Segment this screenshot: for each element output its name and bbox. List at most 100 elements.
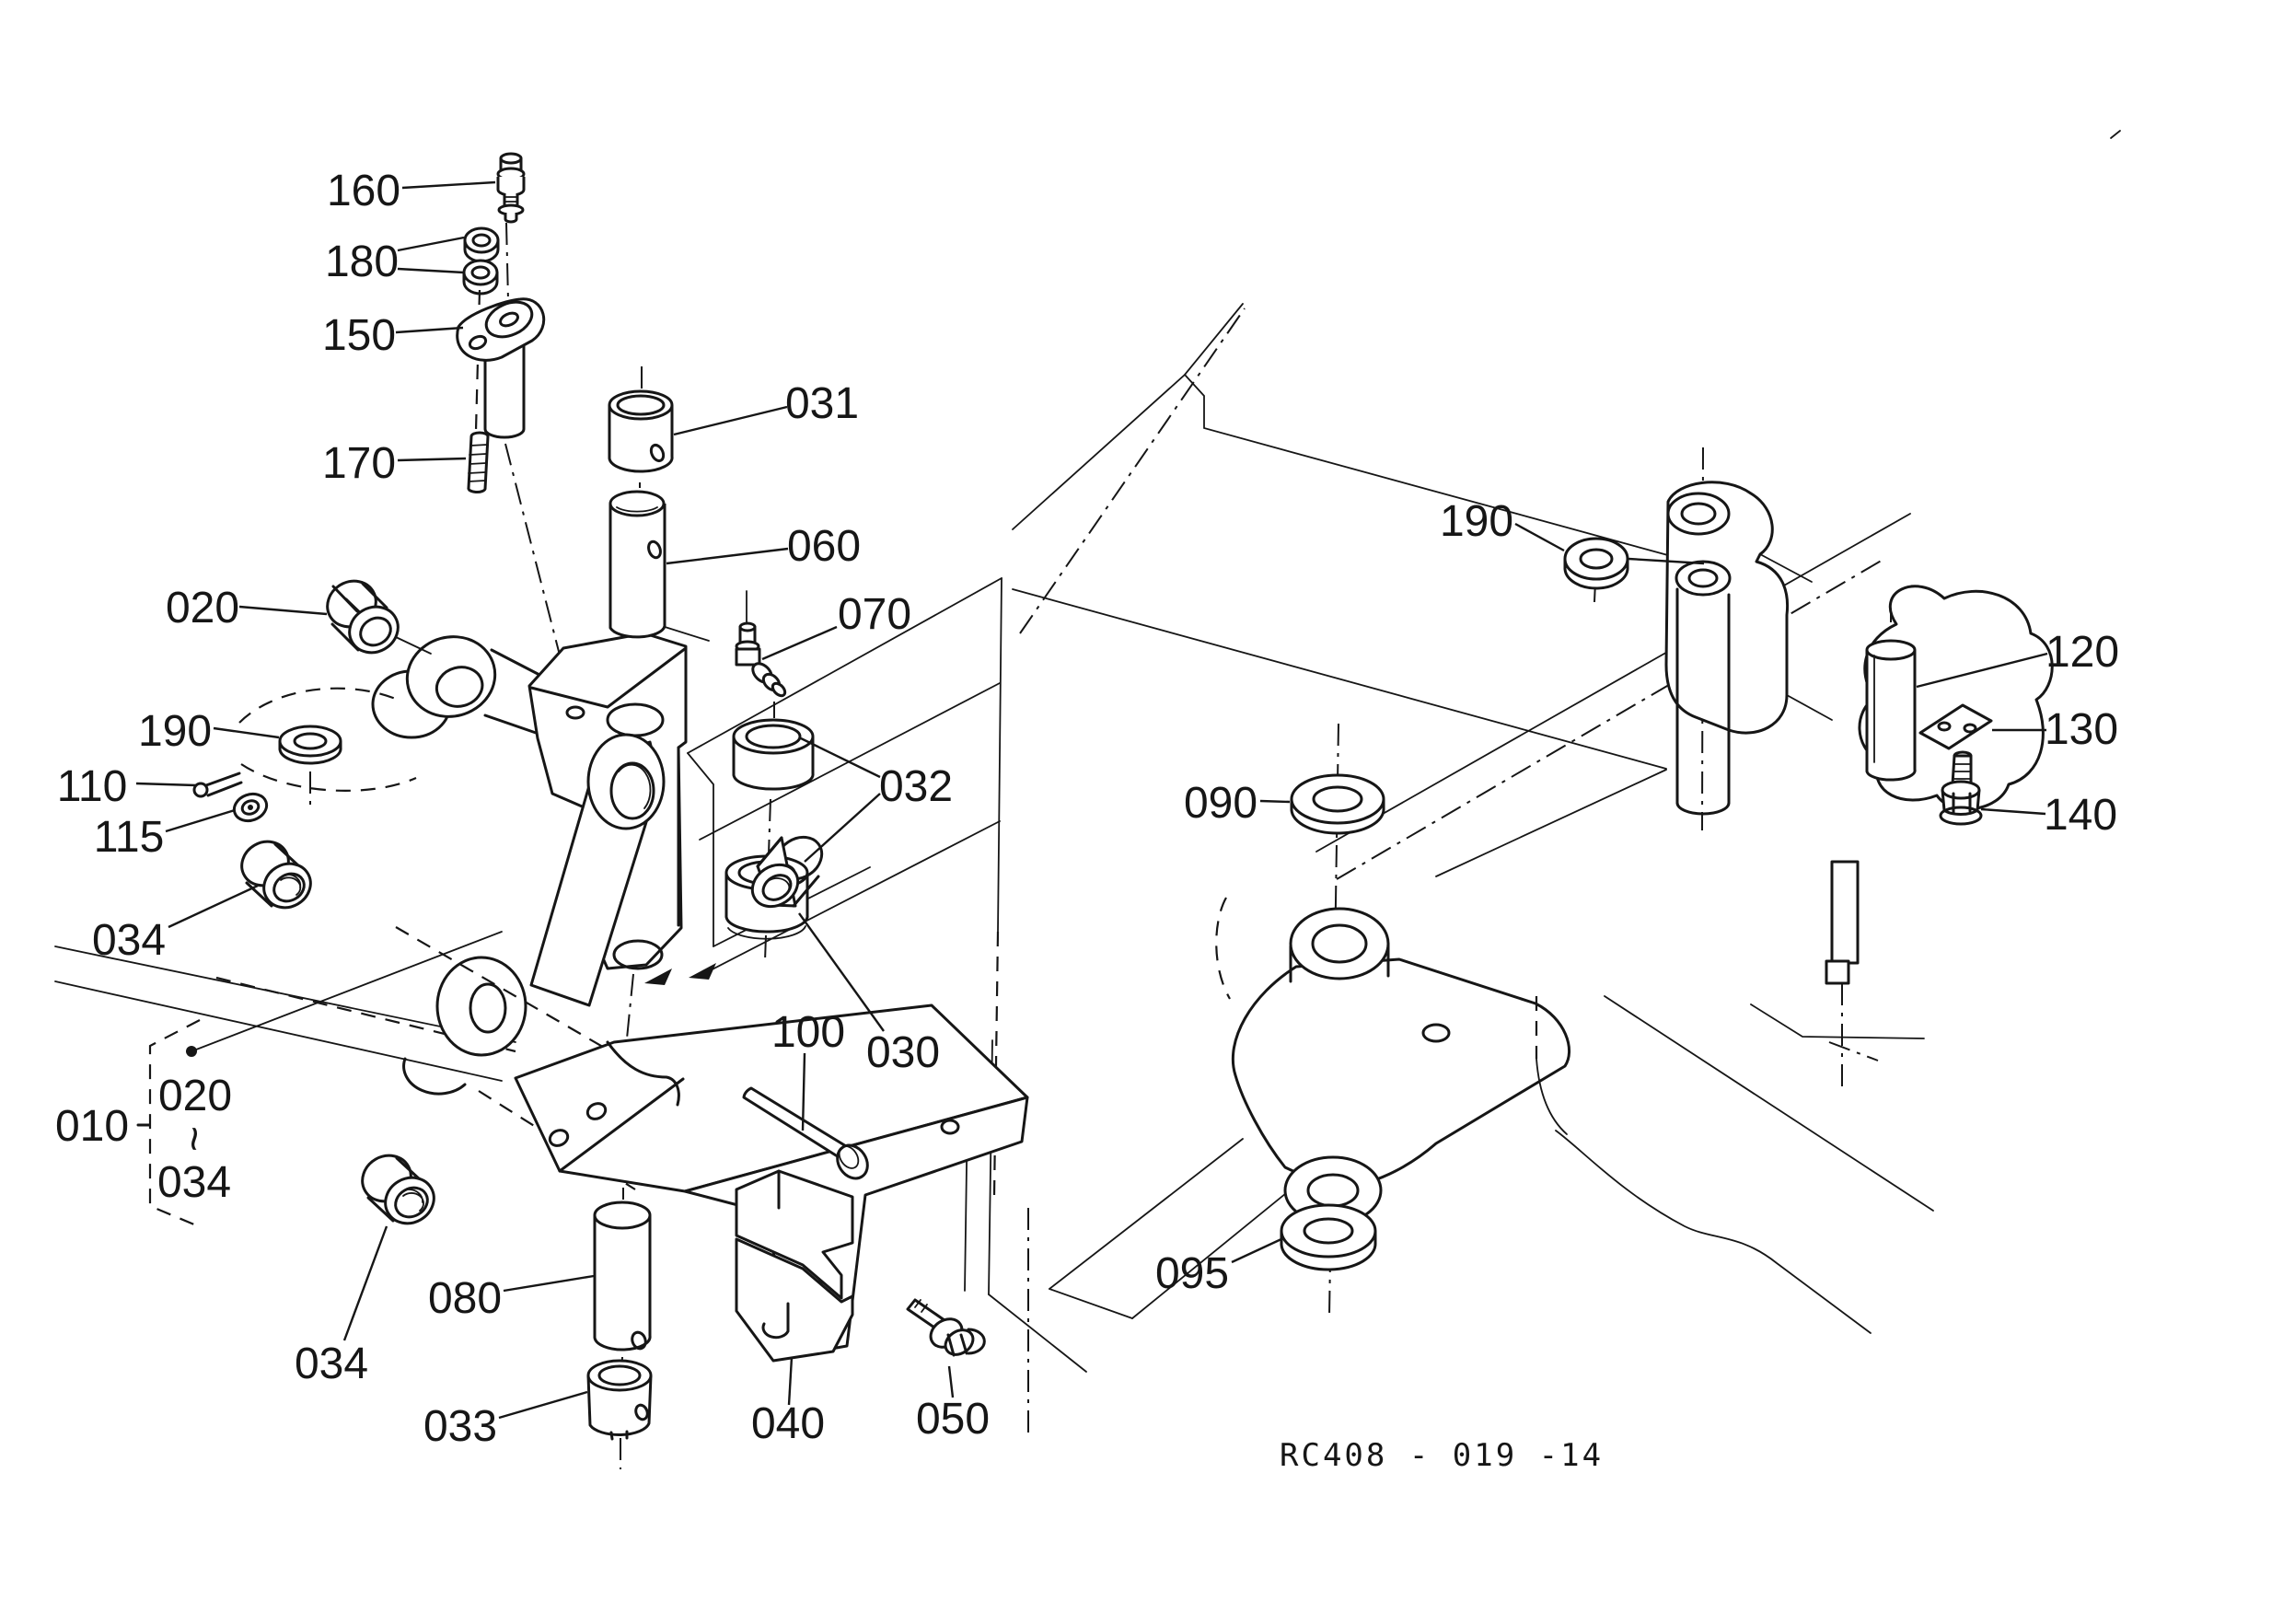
part-label-170: 170: [322, 439, 396, 488]
part-label-180: 180: [325, 238, 399, 286]
part-labels: 160180150170020190110115034010020~034034…: [55, 167, 2119, 1451]
part-label-030: 030: [866, 1028, 940, 1077]
pin-120: [1865, 639, 1917, 782]
frame-boss-bracket: [1664, 481, 1790, 735]
leader-line-070: [761, 625, 838, 661]
bushing-020: [326, 579, 432, 655]
bolt-100: [742, 1086, 869, 1180]
leader-line-180: [397, 267, 465, 274]
leader-line-031: [673, 405, 788, 436]
part-label-095: 095: [1155, 1249, 1229, 1298]
part-label-group-start: 020: [158, 1072, 232, 1120]
leader-line-140: [1980, 807, 2046, 816]
bushing-034-lower: [361, 1154, 435, 1225]
grease-fitting-160: [496, 152, 526, 224]
part-label-120: 120: [2045, 628, 2119, 677]
leader-line-033: [498, 1390, 588, 1420]
leader-line-030: [798, 912, 885, 1032]
insert-arrow-icon: [689, 963, 716, 980]
drawing-ref-code: RC408 - 019 -14: [1280, 1437, 1604, 1474]
part-label-020: 020: [166, 584, 239, 632]
part-label-140: 140: [2044, 791, 2117, 840]
bolt-140: [1939, 750, 1983, 826]
part-label-070: 070: [838, 590, 911, 639]
tower-lower-bore: [612, 939, 664, 970]
leader-line-115: [165, 808, 236, 833]
washer-090: [1290, 773, 1385, 835]
leader-line-190-right: [1628, 557, 1705, 565]
bushing-034-upper: [240, 840, 312, 910]
part-label-033: 033: [423, 1402, 497, 1451]
pin-060: [608, 490, 666, 639]
pin-bar-piece: [1825, 860, 1860, 1094]
nuts-180: [462, 226, 500, 296]
leader-line-080: [503, 1274, 595, 1293]
leader-line-034-lower: [342, 1225, 388, 1341]
leader-line-120: [1916, 652, 2048, 689]
lock-bracket-040: [735, 1169, 854, 1363]
part-label-034-lower: 034: [295, 1340, 368, 1388]
insert-arrow-icon: [644, 969, 672, 985]
part-label-034-upper: 034: [92, 916, 166, 965]
bushing-030: [750, 835, 824, 909]
cotter-pin-110: [192, 771, 243, 798]
leader-line-190-right: [1514, 522, 1565, 552]
part-label-040: 040: [751, 1399, 825, 1448]
collar-031: [608, 389, 674, 473]
leader-line-190-left: [213, 726, 280, 739]
leader-line-050: [947, 1365, 955, 1398]
leader-line-040: [787, 1356, 794, 1406]
pivot-pin-150: [456, 297, 546, 439]
plate-130: [1918, 703, 1993, 750]
leader-line-180: [397, 236, 465, 252]
part-label-010: 010: [55, 1102, 129, 1151]
part-label-190-left: 190: [138, 707, 212, 756]
part-label-050: 050: [916, 1395, 990, 1444]
leader-line-034-upper: [168, 884, 259, 929]
part-label-060: 060: [787, 522, 861, 571]
swivel-yoke: [1215, 897, 1570, 1225]
front-arm-boss: [586, 733, 666, 830]
leader-line-170: [397, 457, 467, 462]
group-callout-010: [136, 931, 503, 1229]
stud-170: [467, 431, 490, 493]
swing-bracket-assembly: [238, 632, 1029, 1359]
leader-line-110: [135, 782, 197, 787]
lower-left-arm-boss: [435, 956, 527, 1057]
leader-line-020: [238, 605, 328, 616]
leader-line-150: [395, 326, 464, 334]
washer-115: [232, 792, 269, 823]
part-label-group-tilde: ~: [169, 1126, 218, 1152]
leader-line-095: [1231, 1236, 1284, 1264]
part-label-130: 130: [2045, 705, 2118, 754]
pin-080: [593, 1201, 652, 1351]
leader-line-090: [1259, 799, 1291, 804]
part-label-080: 080: [428, 1274, 502, 1323]
lock-kit-blob: [1858, 585, 2054, 826]
part-label-032: 032: [879, 762, 953, 811]
upper-left-arm-boss: [405, 635, 497, 718]
part-label-031: 031: [785, 379, 859, 428]
washer-190-left: [278, 725, 342, 765]
part-label-190-right: 190: [1440, 497, 1513, 546]
part-label-150: 150: [322, 311, 396, 360]
track-frame-assembly: [1215, 481, 2054, 1271]
leader-line-032: [800, 737, 881, 779]
washer-190-right: [1563, 537, 1629, 590]
leader-line-100: [801, 1052, 806, 1131]
part-label-110: 110: [57, 762, 128, 811]
part-label-090: 090: [1184, 779, 1257, 828]
leader-line-160: [401, 180, 496, 190]
leader-line-060: [666, 547, 789, 565]
part-label-160: 160: [327, 167, 400, 215]
part-label-100: 100: [771, 1008, 845, 1057]
collar-033: [586, 1359, 653, 1441]
elbow-fitting-070: [735, 621, 787, 698]
leader-line-032: [804, 793, 881, 863]
part-label-group-end: 034: [157, 1158, 231, 1207]
bolt-050: [906, 1298, 986, 1357]
tower-small-hole: [565, 705, 585, 720]
part-label-115: 115: [94, 813, 165, 862]
